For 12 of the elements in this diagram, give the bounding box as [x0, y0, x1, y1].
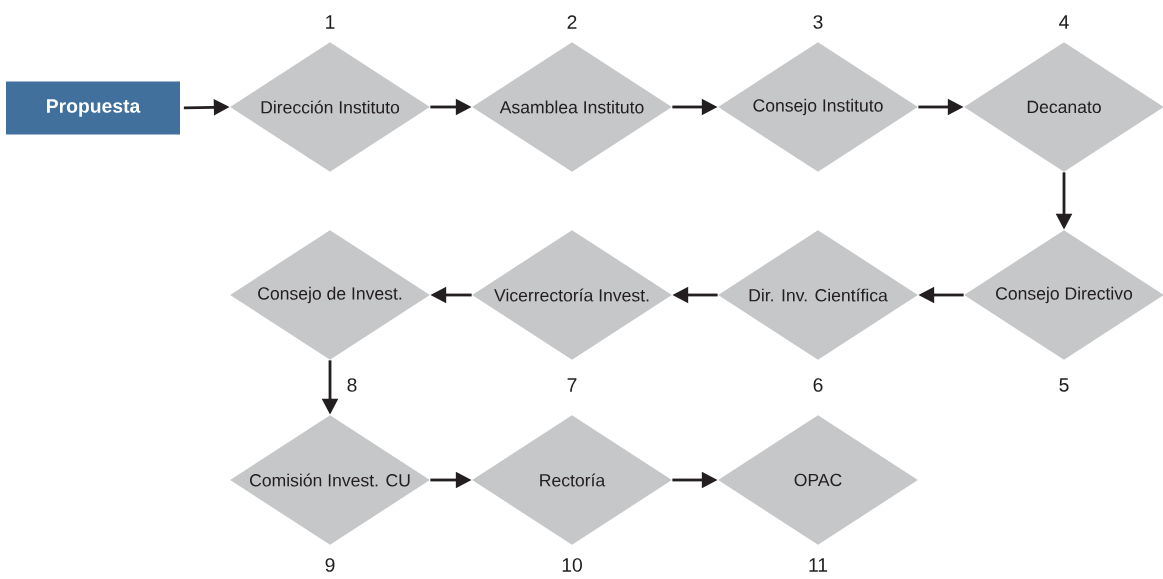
step-number: 4 [1059, 15, 1069, 29]
step-number: 2 [567, 15, 577, 29]
step-number: 1 [326, 15, 335, 29]
step-number: 8 [347, 378, 357, 392]
step-number: 10 [562, 558, 582, 572]
step-number: 6 [813, 378, 823, 392]
step-number: 9 [325, 558, 335, 572]
step-number: 3 [813, 15, 823, 29]
step-number: 5 [1059, 378, 1069, 392]
step-number: 7 [567, 378, 577, 392]
step-number: 11 [809, 558, 828, 572]
proposal-box: Propuesta [6, 81, 180, 135]
